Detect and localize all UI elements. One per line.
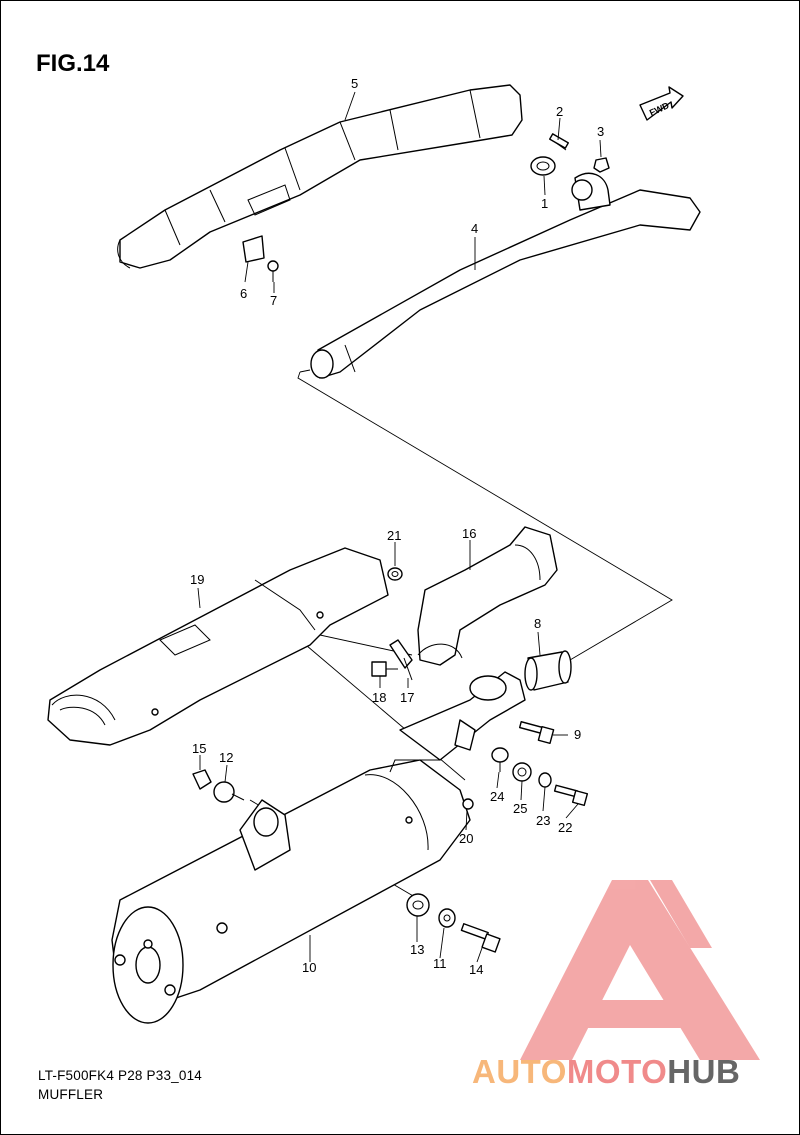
callout-18: 18: [372, 690, 386, 705]
callout-9: 9: [574, 727, 581, 742]
mount-hardware-left: [192, 769, 245, 803]
joint-heat-cover: [417, 526, 558, 666]
callout-20: 20: [459, 831, 473, 846]
watermark-moto: MOTO: [567, 1053, 667, 1090]
callout-14: 14: [469, 962, 483, 977]
callout-17: 17: [400, 690, 414, 705]
upper-heat-shield: [117, 84, 523, 269]
watermark-auto: AUTO: [472, 1053, 567, 1090]
callout-7: 7: [270, 293, 277, 308]
muffler-nut: [462, 798, 474, 810]
callout-12: 12: [219, 750, 233, 765]
callout-16: 16: [462, 526, 476, 541]
connector-bolt: [518, 721, 555, 745]
callout-10: 10: [302, 960, 316, 975]
mount-hardware-right: [491, 747, 589, 807]
callout-22: 22: [558, 820, 572, 835]
callout-1: 1: [541, 196, 548, 211]
callout-11: 11: [433, 956, 447, 971]
watermark-wordmark: AUTOMOTOHUB: [472, 1053, 740, 1090]
connector-gasket: [524, 650, 572, 691]
callout-2: 2: [556, 104, 563, 119]
callout-8: 8: [534, 616, 541, 631]
pipe-gasket-stud-nut: [530, 133, 610, 176]
callout-6: 6: [240, 286, 247, 301]
callout-leaders: [197, 91, 602, 963]
watermark-hub: HUB: [667, 1053, 740, 1090]
callout-13: 13: [410, 942, 424, 957]
muffler-heat-shield: [47, 547, 389, 746]
cover-clamp-and-bolt: [371, 639, 413, 681]
svg-text:AUTOMOTOHUB: AUTOMOTOHUB: [472, 1053, 740, 1090]
mount-hardware-bottom: [406, 893, 501, 953]
callout-15: 15: [192, 741, 206, 756]
callout-4: 4: [471, 221, 478, 236]
footer-section-name: MUFFLER: [38, 1087, 104, 1102]
figure-title: FIG.14: [36, 50, 110, 77]
callout-3: 3: [597, 124, 604, 139]
callout-25: 25: [513, 801, 527, 816]
callout-19: 19: [190, 572, 204, 587]
exhaust-pipe: [310, 172, 701, 379]
callout-labels: 5 2 3 1 4 6 7 8 9 10 11 12 13 14 15 16 1…: [190, 76, 604, 977]
callout-23: 23: [536, 813, 550, 828]
footer-model-code: LT-F500FK4 P28 P33_014: [38, 1068, 203, 1083]
callout-21: 21: [387, 528, 401, 543]
clip-and-bolt: [242, 235, 279, 282]
shield-nut: [387, 567, 403, 581]
fwd-direction-arrow: FWD: [639, 86, 684, 121]
muffler-body: [111, 671, 526, 1024]
callout-24: 24: [490, 789, 504, 804]
callout-5: 5: [351, 76, 358, 91]
watermark-logo: [520, 880, 760, 1060]
